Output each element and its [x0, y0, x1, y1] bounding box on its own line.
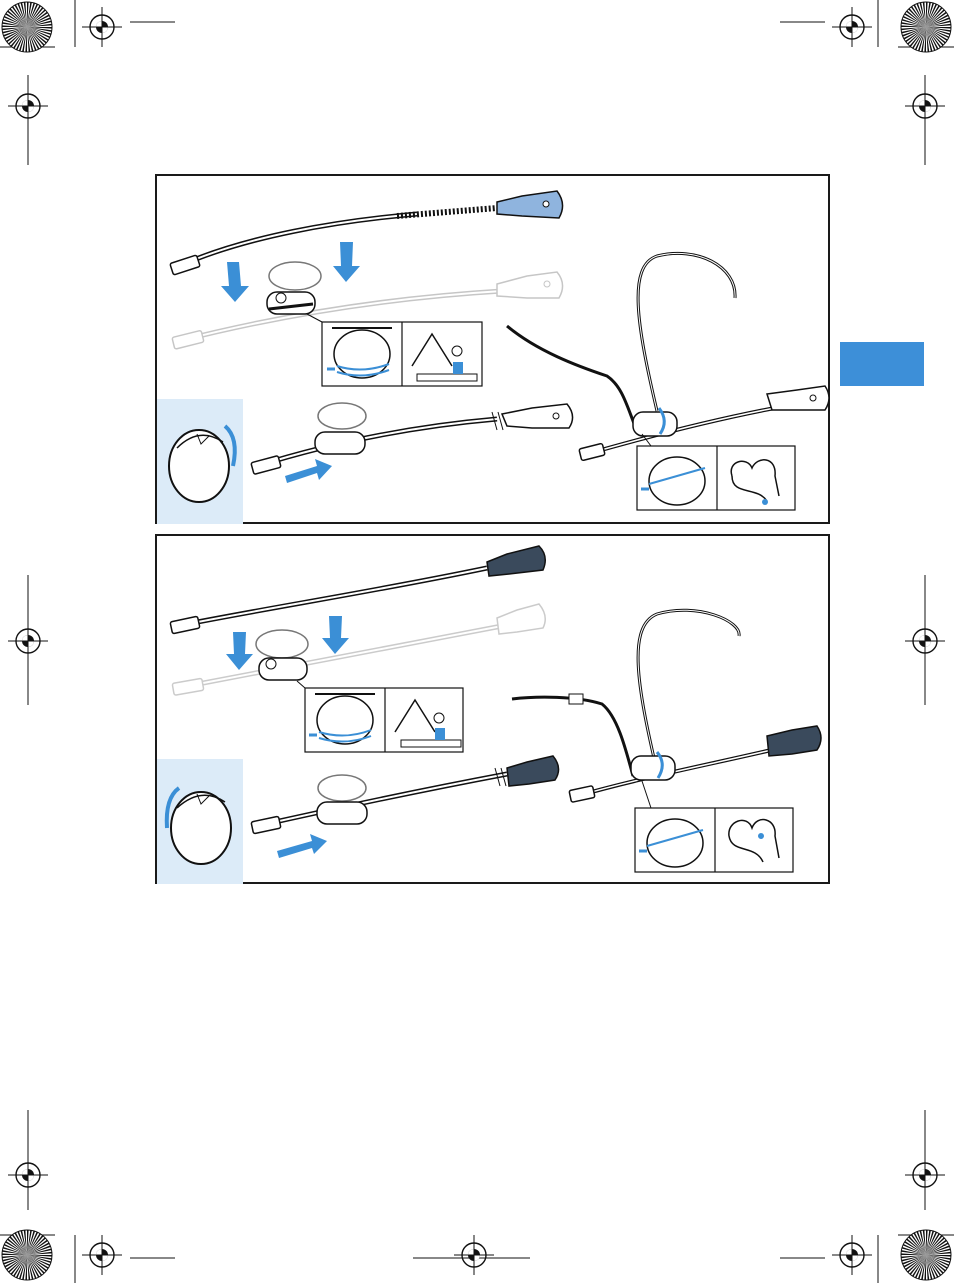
slide-step [251, 403, 573, 474]
head-icon [169, 426, 235, 502]
bottom-panel-illustration [157, 536, 832, 886]
starburst-icon [2, 2, 52, 52]
right-arrow-icon [277, 834, 327, 858]
microphone-icon [170, 546, 545, 634]
starburst-icon [901, 2, 951, 52]
panel-bottom [155, 534, 830, 884]
section-thumb-tab [840, 342, 924, 386]
starburst-icon [901, 1230, 951, 1280]
panel-top [155, 174, 830, 524]
clip-icon [267, 262, 321, 314]
clip-detail-icon [305, 688, 463, 752]
ear-detail-icon [635, 808, 793, 872]
slide-step [251, 756, 558, 834]
top-panel-illustration [157, 176, 832, 526]
head-icon [167, 788, 231, 864]
right-arrow-icon [285, 459, 332, 483]
clip-icon [256, 630, 308, 680]
ear-detail-icon [637, 446, 795, 510]
starburst-icon [2, 1230, 52, 1280]
clip-detail-icon [322, 322, 482, 386]
